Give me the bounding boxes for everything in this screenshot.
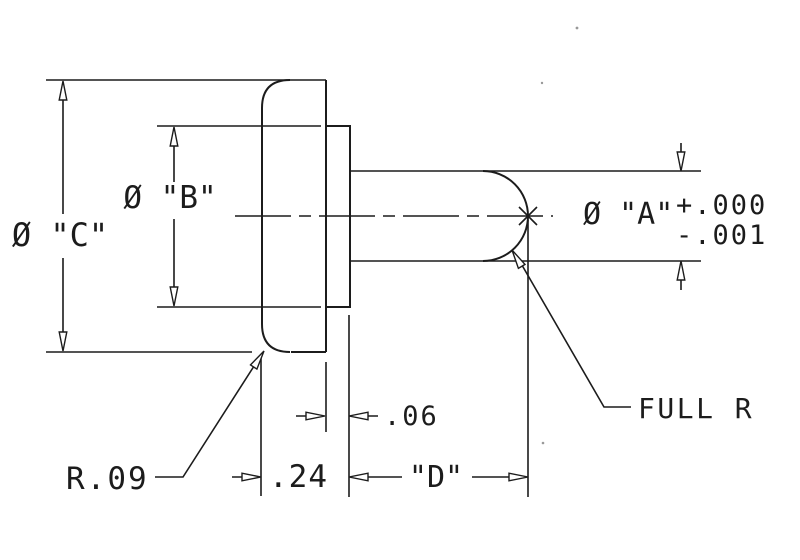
callout-r09: R.09 xyxy=(66,350,265,497)
extension-lines xyxy=(46,79,529,497)
scan-speck xyxy=(540,81,544,85)
arrowhead-left-icon xyxy=(348,411,369,421)
tolerance-plus-label: +.000 xyxy=(676,190,767,221)
dim-06-label: .06 xyxy=(384,401,439,432)
arrowhead-left-icon xyxy=(348,472,369,482)
arrowhead-down-icon xyxy=(58,331,68,352)
dim-24-label: .24 xyxy=(269,459,328,495)
arrowhead-up-icon xyxy=(169,126,179,147)
tolerance-minus-label: -.001 xyxy=(676,220,767,251)
arrowhead-up-icon xyxy=(676,260,686,281)
arrowhead-upleft-icon xyxy=(511,249,527,270)
arrowhead-right-icon xyxy=(241,472,262,482)
arrowhead-right-icon xyxy=(305,411,326,421)
full-r-leader-line xyxy=(518,259,631,408)
dim-d-label: "D" xyxy=(409,460,463,495)
arrowhead-upright-icon xyxy=(249,350,265,371)
callout-full-r: FULL R xyxy=(511,249,754,425)
dia-c-label: Ø "C" xyxy=(12,216,108,254)
dim-flange-06: .06 xyxy=(296,401,439,432)
dia-a-label: Ø "A" xyxy=(583,197,673,232)
arrowhead-up-icon xyxy=(58,80,68,101)
arrowhead-right-icon xyxy=(508,472,529,482)
dia-b-label: Ø "B" xyxy=(123,180,216,216)
dim-dia-a: Ø "A" +.000 -.001 xyxy=(583,143,767,290)
center-cross-mark xyxy=(518,206,538,226)
arrowhead-down-icon xyxy=(169,286,179,307)
scan-speck xyxy=(575,26,579,30)
dim-dia-b: Ø "B" xyxy=(123,126,217,307)
full-r-label: FULL R xyxy=(638,392,754,425)
arrowhead-down-icon xyxy=(676,151,686,172)
dim-pin-length-d: "D" xyxy=(348,460,529,495)
r09-leader-line xyxy=(155,362,257,478)
scan-speck xyxy=(541,441,545,445)
dim-dia-c: Ø "C" xyxy=(12,80,108,352)
dim-head-24: .24 xyxy=(232,459,328,495)
r09-label: R.09 xyxy=(66,461,149,497)
